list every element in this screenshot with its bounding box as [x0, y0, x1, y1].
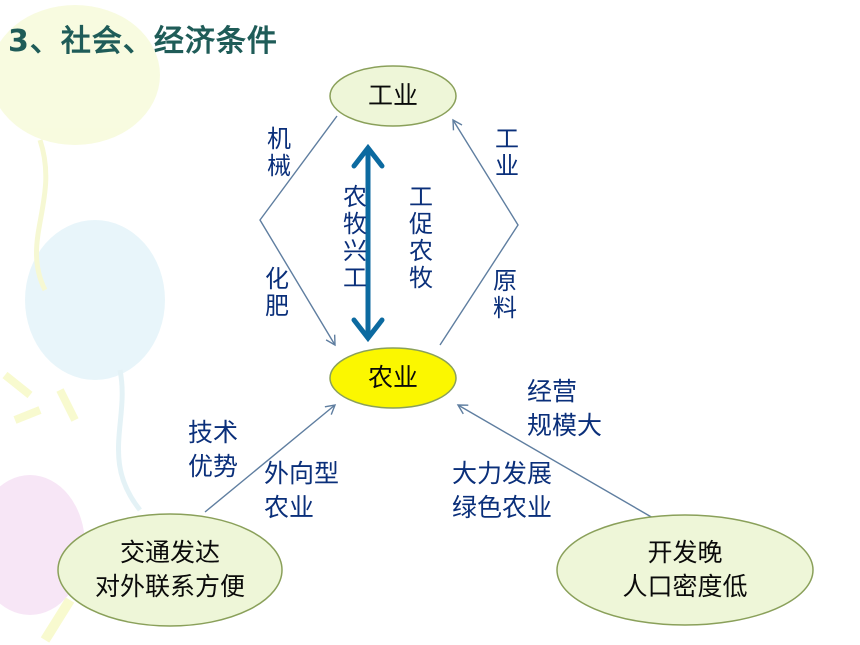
double-arrow — [351, 143, 385, 343]
left-base-line-2: 对外联系方便 — [94, 572, 245, 601]
green-agri-line-2: 绿色农业 — [452, 493, 553, 522]
tech-advantage-line-1: 技术 — [188, 418, 239, 447]
industry-output-label: 工业 — [495, 125, 519, 180]
export-oriented-line-1: 外向型 — [264, 459, 340, 488]
industry-boost-agri-label: 工促农牧 — [409, 183, 433, 292]
agriculture-label: 农业 — [367, 363, 418, 392]
tech-advantage-label: 技术 优势 — [188, 416, 238, 484]
right-base-to-agri-connector — [456, 404, 661, 523]
right-base-line-1: 开发晚 — [647, 538, 723, 567]
right-base-node — [556, 514, 814, 626]
left-base-label: 交通发达 对外联系方便 — [58, 536, 282, 604]
left-base-to-agri-connector — [204, 404, 337, 513]
export-oriented-label: 外向型 农业 — [264, 457, 339, 525]
green-agri-label: 大力发展 绿色农业 — [452, 457, 552, 525]
left-base-node — [57, 513, 283, 627]
agriculture-node — [329, 347, 457, 409]
right-agri-industry-connector — [439, 118, 519, 346]
green-agri-line-1: 大力发展 — [452, 459, 553, 488]
right-base-label: 开发晚 人口密度低 — [560, 536, 810, 604]
industry-node — [329, 65, 457, 127]
industry-label: 工业 — [367, 81, 418, 110]
scale-large-line-1: 经营 — [527, 377, 578, 406]
agri-boost-industry-label: 农牧兴工 — [343, 183, 367, 292]
left-industry-agri-connector — [259, 115, 338, 347]
scale-large-line-2: 规模大 — [527, 411, 603, 440]
fertilizer-label: 化肥 — [265, 265, 289, 320]
scale-large-label: 经营 规模大 — [527, 375, 602, 443]
raw-material-label: 原料 — [493, 267, 517, 322]
page-title: 3、社会、经济条件 — [8, 24, 278, 59]
export-oriented-line-2: 农业 — [264, 493, 315, 522]
left-base-line-1: 交通发达 — [119, 538, 220, 567]
right-base-line-2: 人口密度低 — [622, 572, 748, 601]
machinery-label: 机械 — [267, 125, 291, 180]
tech-advantage-line-2: 优势 — [188, 452, 239, 481]
